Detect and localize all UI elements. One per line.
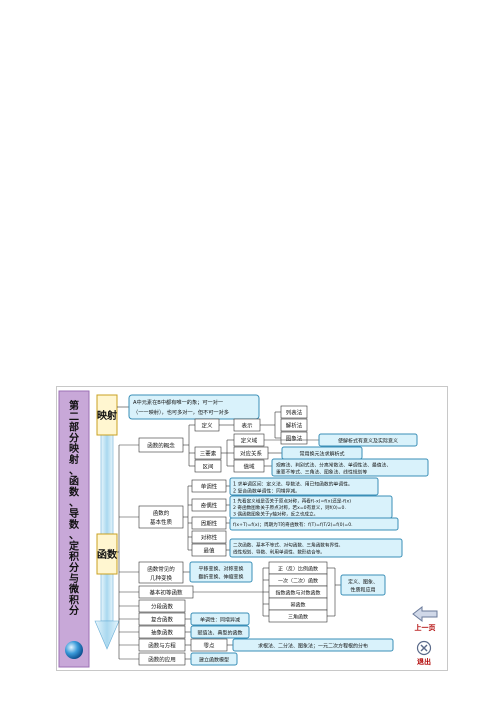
mapping-label: 映射 [97,409,117,422]
extremum-note-2: 线性规划、导数、利用单调性、数形结合等。 [233,549,325,556]
zero-label: 零点 [203,643,215,650]
elementary-item-3: 指数函数与对数函数 [275,590,320,597]
side-title-text: 第二部分映射、函数、导数、定积分与微积分 [68,399,80,617]
elementary-item-2: 一次（二次）函数 [278,578,318,585]
definition-label: 定义 [201,422,213,430]
properties-label-2: 基本性质 [150,518,173,526]
interval-label: 区间 [202,463,213,471]
mapping-note-1: A中元素在B中都有唯一的象；可一对一 [133,398,223,406]
transform-note-2: 翻折变换、伸缩变换 [198,574,243,581]
mapping-note-2: （一一映射），也可多对一，但不可一对多 [133,408,229,416]
exit-button[interactable]: 退出 [416,640,432,667]
abstract-label: 抽象函数 [151,629,174,637]
elementary-note-2: 性质和应用 [350,587,375,594]
composite-note: 单调性：同增异减 [200,617,240,624]
application-note: 建立函数模型 [199,657,229,664]
composite-label: 复合函数 [151,616,174,624]
application-label: 函数的应用 [148,656,176,664]
function-block: 函数 [96,533,118,575]
side-title-panel: 第二部分映射、函数、导数、定积分与微积分 [58,390,90,668]
range-note-1: 观察法、判别式法、分离常数法、单调性法、最值法、 [276,462,391,469]
elementary-item-1: 正（反）比例函数 [278,566,318,573]
elementary-item-5: 三角函数 [288,614,308,621]
abstract-branch: 抽象函数 赋值法、典型的函数 [119,625,250,639]
extremum-note-1: 二次函数、基本不等式、对勾函数、三角函数有界性、 [233,542,343,549]
domain-label: 定义域 [241,437,258,445]
piecewise-label: 分段函数 [151,603,174,611]
equation-note: 求根法、二分法、图象法；一元二次方程根的分布 [258,643,368,650]
equation-branch: 函数与方程 零点 求根法、二分法、图象法；一元二次方程根的分布 [119,638,394,652]
prev-page-label: 上一页 [414,624,436,632]
prev-page-button[interactable]: 上一页 [412,606,438,633]
elementary-item-4: 幂函数 [290,602,305,609]
parity-note-1: 1 先看定义域是否关于原点对称，再看f(-x)=f(x)还是-f(x) [233,498,351,505]
method-graph-label: 图象法 [286,435,303,443]
monotonic-note-1: 1 求单调区间：定义法、导数法、用已知函数的单调性。 [233,481,353,488]
parity-note-2: 2 奇函数图象关于原点对称，若x=0有意义，则f(0)=0. [233,504,346,511]
globe-icon [65,641,83,659]
concept-label: 函数的概念 [147,442,175,450]
representation-label: 表示 [241,422,253,430]
function-concept-branch: 函数的概念 定义 表示 列表法 解析法 图象法 三要素 定义域 使解析式有意义及… [119,405,429,477]
monotonic-note-2: 2 复合函数单调性：同增异减。 [233,488,300,495]
application-branch: 函数的应用 建立函数模型 [119,652,238,666]
close-circle-icon [416,640,432,656]
elementary-function-branch: 基本初等函数 正（反）比例函数 一次（二次）函数 指数函数与对数函数 幂函数 三… [119,561,386,623]
parity-note-3: 3 偶函数图象关于y轴对称，反之也成立。 [233,511,318,518]
composite-branch: 复合函数 单调性：同增异减 [119,612,250,626]
transform-label-1: 函数常见的 [147,565,175,573]
left-arrow-icon [412,606,438,622]
piecewise-branch: 分段函数 [119,599,186,613]
function-label: 函数 [97,548,118,561]
monotonic-label: 单调性 [201,483,218,491]
function-properties-branch: 函数的 基本性质 单调性 1 求单调区间：定义法、导数法、用已知函数的单调性。 … [119,477,403,558]
extremum-label: 最值 [203,547,215,555]
transform-note-1: 平移变换、对称变换 [198,566,243,573]
transform-label-2: 几种变换 [150,574,173,582]
mind-map-slide: 第二部分映射、函数、导数、定积分与微积分 映射 A中元素在B中都有唯一的象；可一… [56,386,448,671]
main-flow-arrow [94,410,120,650]
periodic-label: 周期性 [201,520,218,528]
function-transform-branch: 函数常见的 几种变换 平移变换、对称变换 翻折变换、伸缩变换 [119,561,253,584]
three-elements-label: 三要素 [200,450,217,458]
method-list-label: 列表法 [286,409,303,417]
elementary-label: 基本初等函数 [149,589,183,597]
exit-label: 退出 [417,658,431,666]
elementary-note-1: 定义、图象、 [348,579,378,586]
correspondence-label: 对应关系 [240,450,263,458]
mapping-block: 映射 A中元素在B中都有唯一的象；可一对一 （一一映射），也可多对一，但不可一对… [96,394,260,436]
range-label: 值域 [243,463,255,471]
abstract-note: 赋值法、典型的函数 [197,630,242,637]
method-analytic-label: 解析法 [286,422,303,430]
parity-label: 奇偶性 [201,502,218,510]
range-note-2: 重要不等式、三角法、图象法、线性规划等 [276,469,367,476]
properties-label-1: 函数的 [153,509,170,517]
symmetric-label: 对称性 [201,534,218,542]
domain-note: 使解析式有意义及实际意义 [338,438,398,445]
periodic-note: f(x+T)=f(x)；周期为T的奇函数有：f(T)=f(T/2)=f(0)=0… [233,521,353,528]
equation-label: 函数与方程 [148,642,176,650]
correspondence-note: 常用换元法求解析式 [299,451,344,458]
